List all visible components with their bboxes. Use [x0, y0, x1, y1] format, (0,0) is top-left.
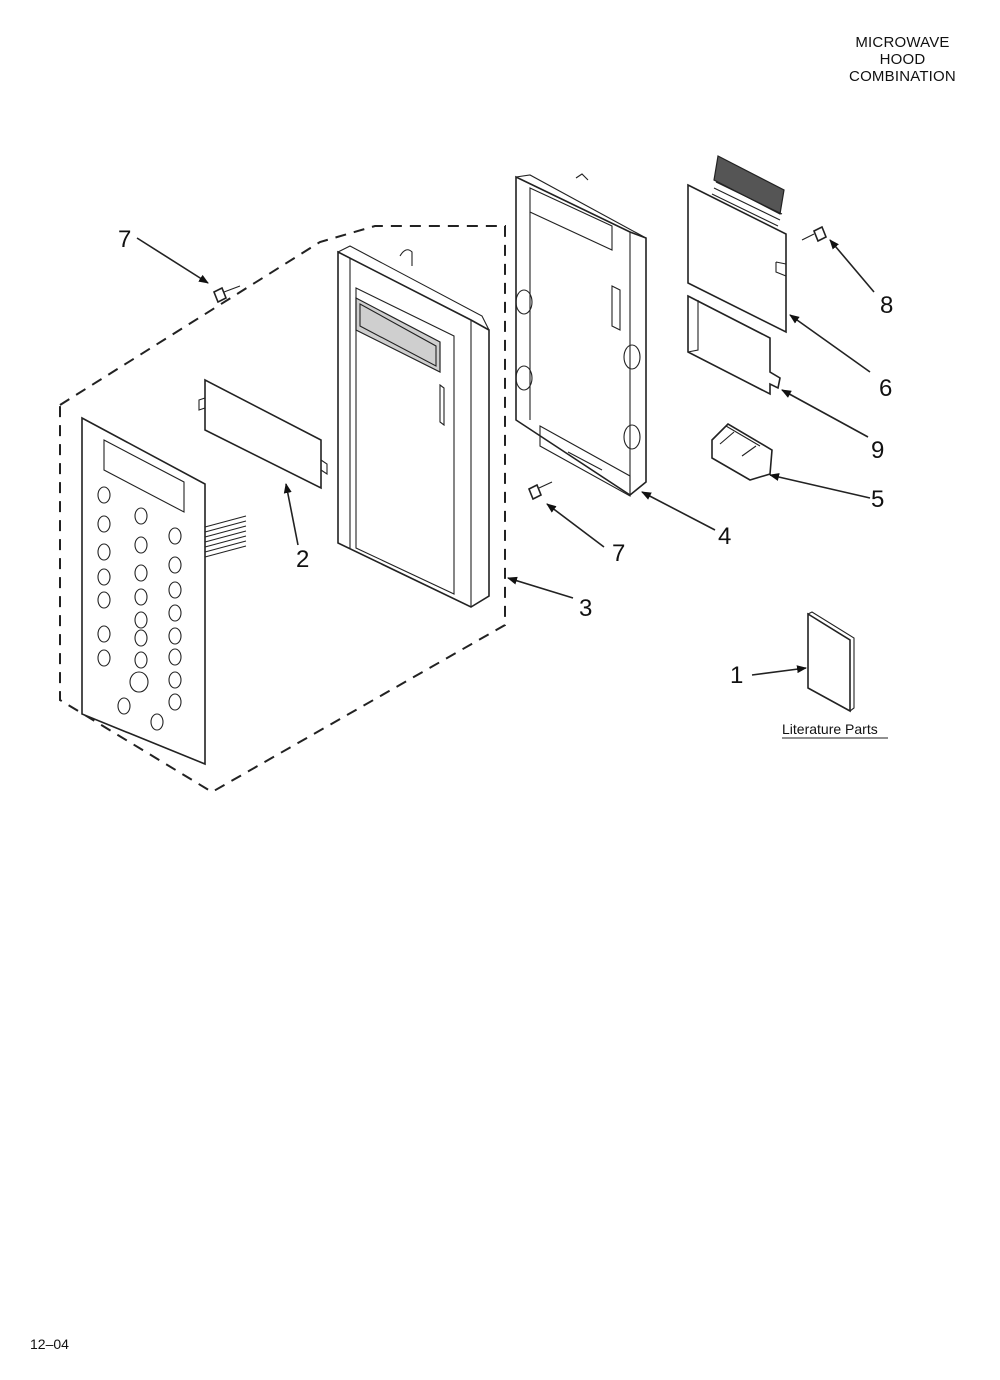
title-line-1: MICROWAVE	[855, 34, 950, 51]
screw-middle	[527, 481, 553, 501]
callout-6: 6	[879, 375, 892, 402]
diagram-title: MICROWAVE HOOD COMBINATION	[830, 34, 975, 85]
control-panel-frame	[337, 245, 490, 608]
control-board	[687, 155, 787, 334]
callout-7-left: 7	[118, 226, 131, 253]
board-insulator	[687, 294, 781, 396]
leader-lines	[136, 237, 875, 676]
keypad-overlay	[81, 416, 247, 766]
callout-9: 9	[871, 437, 884, 464]
title-line-2: HOOD	[879, 51, 926, 68]
callout-4: 4	[718, 523, 731, 550]
literature-parts-label: Literature Parts	[782, 721, 878, 737]
callout-5: 5	[871, 486, 884, 513]
title-line-3: COMBINATION	[849, 68, 956, 85]
callout-2: 2	[296, 546, 309, 573]
callout-8: 8	[880, 292, 893, 319]
callout-7-middle: 7	[612, 540, 625, 567]
callout-3: 3	[579, 595, 592, 622]
mounting-bracket	[711, 422, 773, 481]
screw-right	[801, 225, 828, 243]
control-housing	[515, 173, 647, 497]
callout-1: 1	[730, 662, 743, 689]
keypad-buttons	[97, 486, 182, 731]
date-code: 12–04	[30, 1336, 69, 1352]
screw-left	[212, 285, 241, 304]
display-window	[198, 378, 328, 490]
literature-booklet	[807, 611, 855, 713]
